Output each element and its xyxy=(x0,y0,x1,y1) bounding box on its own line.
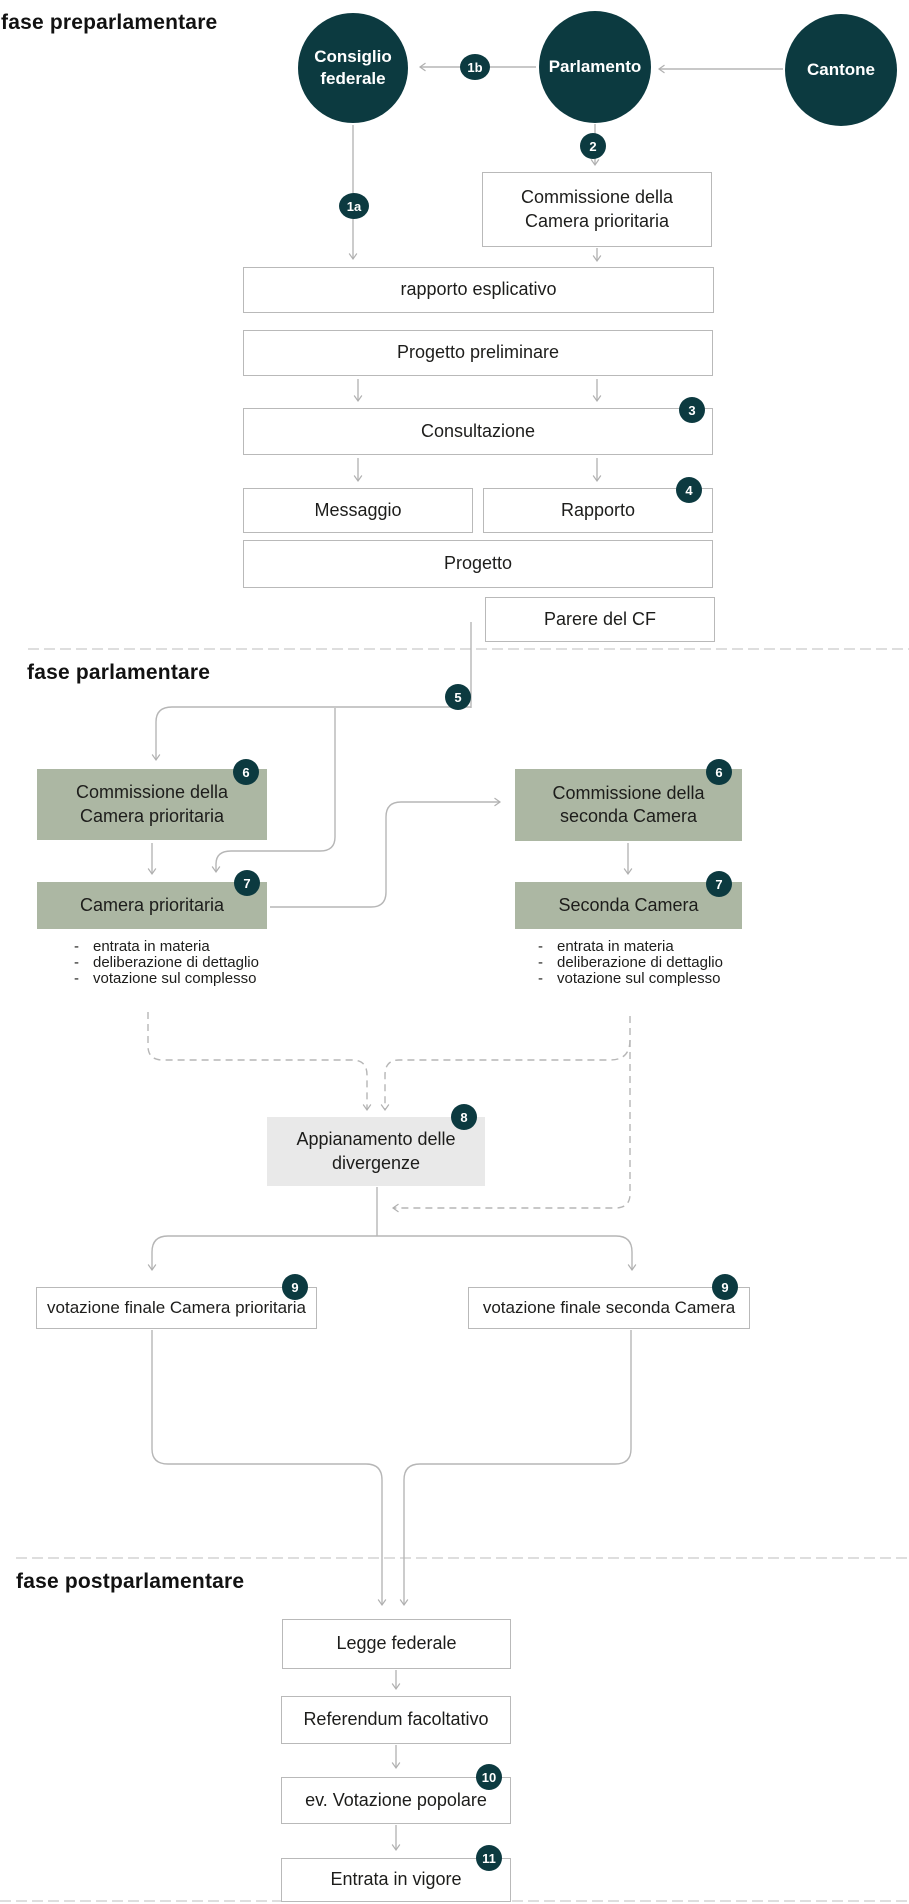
list-item-label: votazione sul complesso xyxy=(93,970,257,988)
list-dash: - xyxy=(74,938,79,955)
flow-box-rapporto: Rapporto xyxy=(483,488,713,533)
step-badge-10: 10 xyxy=(476,1764,502,1790)
step-badge-3: 3 xyxy=(679,397,705,423)
flow-box-seconda-camera: Seconda Camera xyxy=(515,882,742,929)
list-item: -entrata in materia xyxy=(66,938,276,955)
step-badge-8: 8 xyxy=(451,1104,477,1130)
list-dash: - xyxy=(538,970,543,988)
step-badge-6-left: 6 xyxy=(233,759,259,785)
list-item: -entrata in materia xyxy=(530,938,740,955)
list-item: -deliberazione di dettaglio xyxy=(530,955,740,971)
flow-box-votazione-popolare: ev. Votazione popolare xyxy=(281,1777,511,1824)
arrow-final-right-to-legge xyxy=(399,1330,632,1607)
flow-box-commissione-camera-prioritaria: Commissione della Camera prioritaria xyxy=(37,769,267,840)
arrow-camera-prioritaria-to-commissione-seconda xyxy=(270,797,502,908)
step-badge-11: 11 xyxy=(476,1845,502,1871)
list-item-label: votazione sul complesso xyxy=(557,970,721,988)
flow-box-parere-del-cf: Parere del CF xyxy=(485,597,715,642)
list-dash: - xyxy=(74,970,79,988)
list-item: -votazione sul complesso xyxy=(66,971,276,987)
flow-box-referendum-facoltativo: Referendum facoltativo xyxy=(281,1696,511,1744)
actor-circle-parlamento: Parlamento xyxy=(539,11,651,123)
seconda-camera-steps-list: -entrata in materia -deliberazione di de… xyxy=(530,938,740,988)
flow-box-commissione-camera-prioritaria-prep: Commissione della Camera prioritaria xyxy=(482,172,712,247)
list-item: -votazione sul complesso xyxy=(530,971,740,987)
step-badge-1a: 1a xyxy=(339,193,369,219)
flow-box-votazione-finale-seconda-camera: votazione finale seconda Camera xyxy=(468,1287,750,1329)
dashed-seconda-camera-to-appianamento xyxy=(380,1039,631,1112)
flow-box-progetto-preliminare: Progetto preliminare xyxy=(243,330,713,376)
flow-box-consultazione: Consultazione xyxy=(243,408,713,455)
step-badge-9-right: 9 xyxy=(712,1274,738,1300)
step-badge-4: 4 xyxy=(676,477,702,503)
step-badge-6-right: 6 xyxy=(706,759,732,785)
step-badge-7-right: 7 xyxy=(706,871,732,897)
flow-box-appianamento-divergenze: Appianamento delle divergenze xyxy=(267,1117,485,1186)
camera-prioritaria-steps-list: -entrata in materia -deliberazione di de… xyxy=(66,938,276,988)
arrow-final-left-to-legge xyxy=(151,1330,387,1607)
flow-box-entrata-in-vigore: Entrata in vigore xyxy=(281,1858,511,1902)
phase-heading-postparlamentare: fase postparlamentare xyxy=(16,1570,245,1593)
step-badge-2: 2 xyxy=(580,133,606,159)
arrow-5-to-commissione-prioritaria xyxy=(151,706,471,762)
actor-circle-consiglio-federale: Consiglio federale xyxy=(298,13,408,123)
phase-heading-parlamentare: fase parlamentare xyxy=(27,661,211,684)
flow-box-votazione-finale-camera-prioritaria: votazione finale Camera prioritaria xyxy=(36,1287,317,1329)
dashed-camera-prioritaria-to-appianamento xyxy=(147,1012,372,1112)
fork-to-final-votes xyxy=(147,1235,637,1272)
flow-box-camera-prioritaria: Camera prioritaria xyxy=(37,882,267,929)
list-item-label: deliberazione di dettaglio xyxy=(93,954,259,972)
arrow-5-bypass-to-camera-prioritaria xyxy=(211,708,336,874)
list-item-label: deliberazione di dettaglio xyxy=(557,954,723,972)
flow-box-legge-federale: Legge federale xyxy=(282,1619,511,1669)
phase-heading-preparlamentare: fase preparlamentare xyxy=(1,11,218,34)
step-badge-5: 5 xyxy=(445,684,471,710)
list-dash: - xyxy=(538,938,543,955)
flow-box-commissione-seconda-camera: Commissione della seconda Camera xyxy=(515,769,742,841)
list-item-label: entrata in materia xyxy=(93,938,210,955)
actor-circle-cantone: Cantone xyxy=(785,14,897,126)
list-dash: - xyxy=(74,954,79,972)
step-badge-7-left: 7 xyxy=(234,870,260,896)
step-badge-1b: 1b xyxy=(460,54,490,80)
step-badge-9-left: 9 xyxy=(282,1274,308,1300)
list-item: -deliberazione di dettaglio xyxy=(66,955,276,971)
list-dash: - xyxy=(538,954,543,972)
flow-box-rapporto-esplicativo: rapporto esplicativo xyxy=(243,267,714,313)
flow-box-progetto: Progetto xyxy=(243,540,713,588)
flow-box-messaggio: Messaggio xyxy=(243,488,473,533)
list-item-label: entrata in materia xyxy=(557,938,674,955)
